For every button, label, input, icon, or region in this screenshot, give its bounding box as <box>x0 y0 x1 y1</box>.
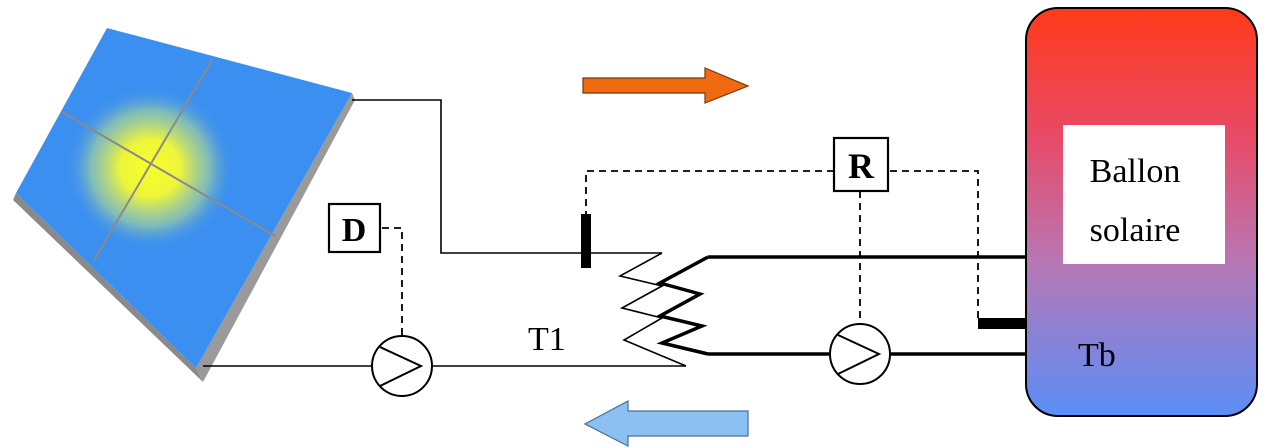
panel-bottom-edge <box>13 193 203 382</box>
temperature-sensor-icon <box>978 318 1034 329</box>
tb-label: Tb <box>1078 337 1116 374</box>
pump-icon <box>829 323 891 385</box>
collector-loop <box>203 99 686 367</box>
panel-side <box>196 93 355 382</box>
wire-r-to-tb <box>890 170 979 322</box>
sensor-d-label: D <box>342 212 367 249</box>
heat-exchanger-icon <box>617 252 709 367</box>
sensor-d-box <box>327 202 382 254</box>
temperature-sensor-icon <box>581 214 591 268</box>
hot-pipe <box>352 99 662 254</box>
tank-label-line1: Ballon <box>1090 153 1181 190</box>
tank-label-line2: solaire <box>1090 212 1181 249</box>
wire-d-to-pump <box>382 227 403 336</box>
flow-arrow-icon <box>583 399 749 447</box>
tank-label-box <box>1063 125 1225 264</box>
wire-r-to-t1 <box>585 170 834 214</box>
solar-panel-icon <box>13 28 355 382</box>
tank-loop <box>708 255 1026 356</box>
panel-divider-1 <box>92 59 213 263</box>
t1-label: T1 <box>528 321 566 358</box>
controller-box <box>832 136 890 193</box>
control-wiring <box>382 170 979 336</box>
controller-label: R <box>848 146 875 186</box>
pump-icon <box>371 335 433 397</box>
sun-glow <box>65 86 235 250</box>
panel-divider-2 <box>61 111 276 237</box>
flow-arrow-icon <box>582 67 750 104</box>
